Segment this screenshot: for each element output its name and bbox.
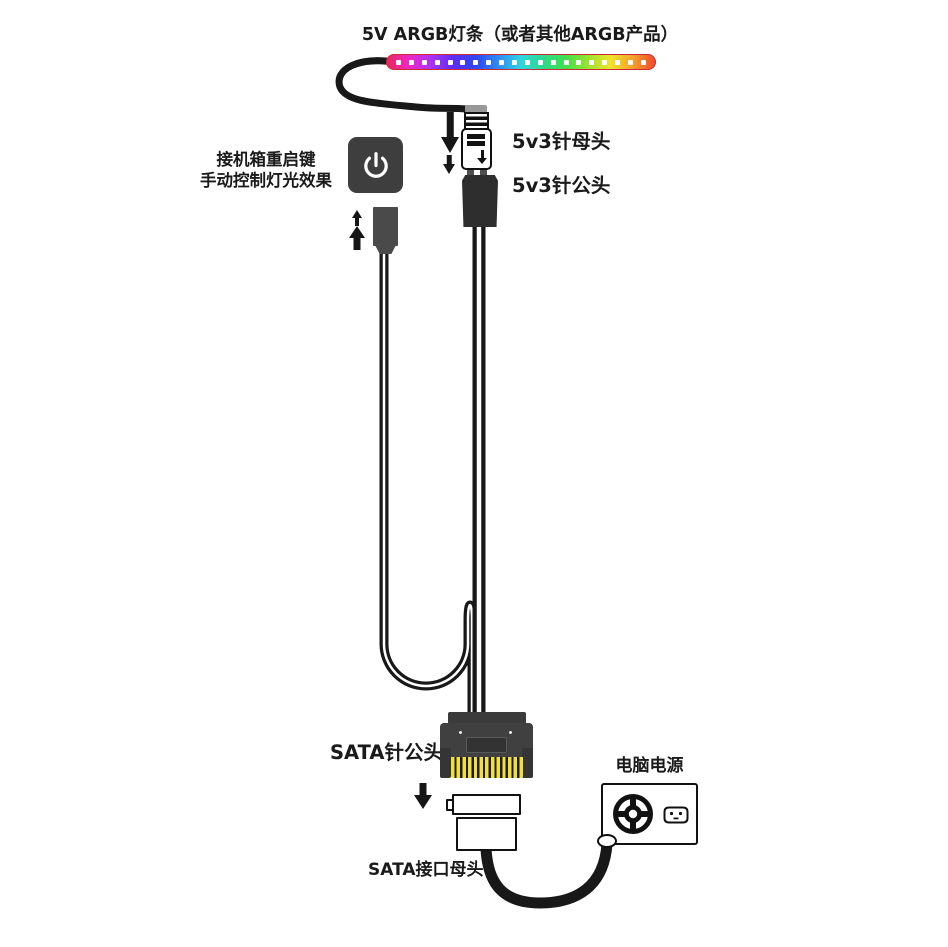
led-dot bbox=[576, 59, 582, 65]
led-dot bbox=[408, 59, 414, 65]
sata-female-top bbox=[452, 794, 521, 815]
female-connector-slot bbox=[467, 141, 485, 146]
sata-female-label: SATA接口母头 bbox=[368, 860, 484, 880]
led-dot bbox=[421, 59, 427, 65]
led-dot bbox=[447, 59, 453, 65]
led-dot bbox=[396, 59, 401, 65]
led-dot bbox=[563, 59, 569, 65]
led-dot bbox=[524, 59, 530, 65]
led-dot bbox=[628, 59, 634, 65]
fan-icon bbox=[613, 794, 653, 834]
strip-title: 5V ARGB灯条（或者其他ARGB产品） bbox=[361, 25, 679, 45]
down-arrow-icon bbox=[440, 112, 460, 154]
led-dot bbox=[486, 59, 492, 65]
sata-rivet bbox=[509, 731, 512, 734]
reset-caption: 接机箱重启键 手动控制灯光效果 bbox=[192, 150, 340, 191]
led-dot bbox=[640, 59, 646, 65]
male-connector-pin bbox=[467, 166, 474, 177]
led-dot bbox=[460, 59, 466, 65]
sata-rivet bbox=[459, 731, 462, 734]
led-dot bbox=[615, 59, 621, 65]
led-dot bbox=[499, 59, 505, 65]
led-dot bbox=[550, 59, 556, 65]
strip-cable bbox=[335, 57, 481, 116]
psu-cable bbox=[480, 838, 613, 909]
strip-plug-stub bbox=[465, 105, 487, 114]
ac-inlet-icon bbox=[663, 806, 689, 824]
sata-male-label: SATA针公头 bbox=[330, 741, 444, 764]
female-connector-slot bbox=[467, 134, 485, 139]
down-arrow-icon bbox=[441, 155, 457, 174]
sata-pin-row bbox=[451, 757, 523, 778]
male-connector-label: 5v3针公头 bbox=[512, 174, 611, 197]
sata-female-connector bbox=[456, 817, 517, 851]
led-dot bbox=[537, 59, 543, 65]
sata-male-connector bbox=[440, 723, 533, 759]
female-connector-label: 5v3针母头 bbox=[512, 130, 611, 153]
male-connector-pin bbox=[480, 166, 487, 177]
up-arrow-icon bbox=[351, 210, 363, 226]
led-dot bbox=[602, 59, 608, 65]
led-dot bbox=[434, 59, 440, 65]
argb-female-connector bbox=[461, 128, 492, 170]
sata-side-tab bbox=[522, 748, 533, 778]
psu-box bbox=[601, 783, 698, 845]
reset-loop-cable-core bbox=[382, 249, 474, 715]
sata-male-topbar bbox=[448, 712, 526, 724]
power-icon bbox=[363, 152, 388, 178]
sata-side-tab bbox=[440, 748, 451, 778]
cable-grommet bbox=[597, 834, 617, 848]
led-dot bbox=[512, 59, 518, 65]
reset-connector bbox=[373, 207, 398, 246]
reset-caption-line2: 手动控制灯光效果 bbox=[200, 170, 332, 190]
reset-connector-taper bbox=[375, 245, 396, 254]
reset-caption-line1: 接机箱重启键 bbox=[216, 150, 316, 169]
down-arrow-icon bbox=[413, 783, 433, 809]
sata-recess bbox=[466, 737, 507, 753]
led-dot bbox=[473, 59, 479, 65]
led-dot bbox=[589, 59, 595, 65]
argb-male-connector bbox=[462, 175, 498, 227]
reset-loop-cable bbox=[379, 246, 477, 718]
up-arrow-icon bbox=[348, 226, 366, 250]
argb-led-strip bbox=[386, 54, 656, 70]
psu-label: 电脑电源 bbox=[615, 756, 684, 776]
down-arrow-icon bbox=[477, 150, 487, 165]
lighting-control-button bbox=[348, 137, 403, 193]
